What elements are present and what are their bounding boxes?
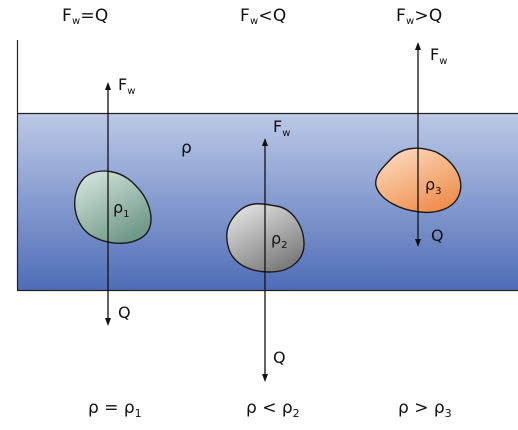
condition-1-sub: 1	[134, 407, 142, 420]
body-3-symbol: ρ	[425, 175, 436, 194]
caption-3-sub: w	[405, 16, 415, 27]
condition-3-op: >	[408, 398, 434, 418]
caption-2-relation: <Q	[258, 6, 287, 26]
condition-1-rhs: ρ	[123, 398, 135, 418]
caption-3-relation: >Q	[414, 6, 443, 26]
body-1-symbol: ρ	[113, 198, 124, 217]
condition-1-lhs: ρ	[88, 398, 99, 418]
condition-sinking: ρ < ρ2	[246, 398, 300, 420]
buoyancy-3-sub: w	[439, 56, 448, 67]
caption-3-force: F	[396, 6, 406, 26]
caption-equilibrium: Fw=Q	[62, 6, 108, 27]
buoyancy-label-1: Fw	[118, 75, 135, 97]
caption-1-force: F	[62, 6, 72, 26]
buoyancy-3-symbol: F	[430, 45, 440, 64]
caption-1-sub: w	[71, 16, 81, 27]
liquid-density-label: ρ	[181, 138, 192, 158]
condition-equilibrium: ρ = ρ1	[88, 398, 142, 420]
condition-2-sub: 2	[292, 407, 300, 420]
condition-3-rhs: ρ	[433, 398, 445, 418]
body-2-symbol: ρ	[271, 229, 282, 248]
caption-2-force: F	[240, 6, 250, 26]
condition-1-op: =	[98, 398, 124, 418]
condition-2-op: <	[256, 398, 282, 418]
condition-2-lhs: ρ	[246, 398, 257, 418]
buoyancy-1-sub: w	[127, 86, 136, 97]
body-3-label: ρ3	[425, 175, 442, 197]
body-1-shape	[74, 170, 152, 244]
body-2-label: ρ2	[271, 229, 288, 251]
weight-label-2: Q	[273, 348, 286, 367]
body-3-sub: 3	[435, 186, 442, 197]
condition-rising: ρ > ρ3	[398, 398, 452, 420]
caption-2-sub: w	[249, 16, 259, 27]
buoyancy-1-symbol: F	[118, 75, 128, 94]
buoyancy-2-sub: w	[282, 128, 291, 139]
buoyancy-2-symbol: F	[273, 117, 283, 136]
buoyancy-label-2: Fw	[273, 117, 290, 139]
body-2-sub: 2	[281, 240, 288, 251]
body-1-label: ρ1	[113, 198, 130, 220]
buoyancy-label-3: Fw	[430, 45, 447, 67]
weight-label-1: Q	[118, 303, 131, 322]
caption-sinking: Fw<Q	[240, 6, 286, 27]
condition-3-lhs: ρ	[398, 398, 409, 418]
condition-2-rhs: ρ	[281, 398, 293, 418]
weight-label-3: Q	[431, 226, 444, 245]
caption-1-relation: =Q	[80, 6, 109, 26]
condition-3-sub: 3	[444, 407, 452, 420]
body-1-sub: 1	[123, 209, 130, 220]
caption-rising: Fw>Q	[396, 6, 442, 27]
